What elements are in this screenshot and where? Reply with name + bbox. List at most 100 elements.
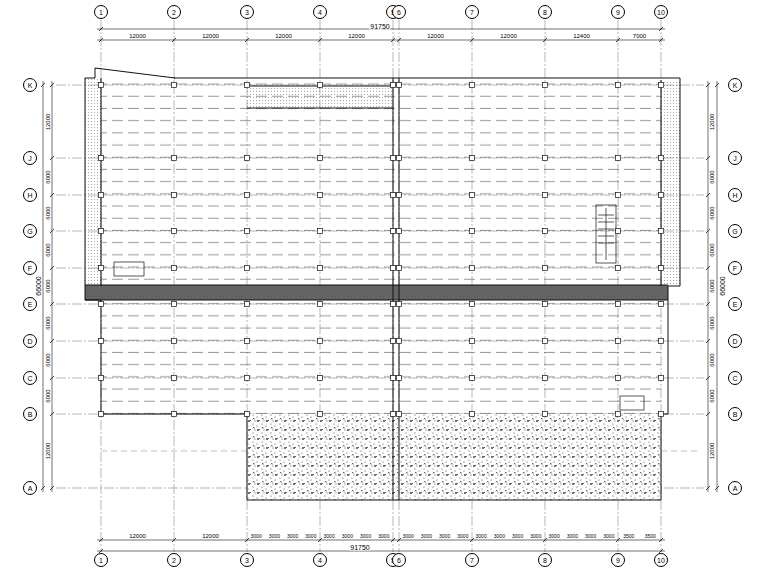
column-mark	[470, 376, 475, 381]
dimension-text: 12400	[572, 33, 591, 39]
column-mark	[616, 302, 621, 307]
dimension-tick	[391, 38, 395, 42]
column-mark	[99, 302, 104, 307]
column-mark	[245, 193, 250, 198]
grid-bubble: 2	[167, 5, 181, 19]
grid-label: 3	[245, 557, 249, 564]
grid-bubble: H	[728, 188, 742, 202]
column-mark	[659, 412, 664, 417]
column-mark	[318, 302, 323, 307]
dimension-tick	[50, 229, 54, 233]
stair-symbol	[114, 205, 644, 410]
column-mark	[470, 302, 475, 307]
column-mark	[172, 156, 177, 161]
column-mark	[318, 266, 323, 271]
dimension-text: 6000	[45, 352, 51, 367]
column-mark	[397, 193, 402, 198]
building-outline	[85, 68, 680, 500]
dimension-text: 91750	[369, 23, 390, 30]
column-mark	[99, 266, 104, 271]
purlin-lines	[101, 78, 661, 414]
grid-label: G	[732, 228, 737, 235]
dimension-text: 6000	[709, 169, 715, 184]
grid-bubble: C	[23, 371, 37, 385]
dimension-text: 66000	[719, 275, 726, 296]
grid-bubble: 4	[313, 553, 327, 567]
grid-label: B	[28, 411, 33, 418]
grid-bubble: G	[23, 224, 37, 238]
dimension-lines	[43, 29, 717, 551]
grid-bubble: D	[23, 334, 37, 348]
dimension-tick	[50, 486, 54, 490]
column-mark	[99, 376, 104, 381]
grid-bubble: A	[728, 481, 742, 495]
column-mark	[616, 229, 621, 234]
dimension-tick	[41, 486, 45, 490]
grid-bubble: 4	[313, 5, 327, 19]
column-mark	[99, 193, 104, 198]
grid-label: 9	[616, 557, 620, 564]
column-mark	[659, 339, 664, 344]
grid-bubble: 6	[392, 553, 406, 567]
column-mark	[99, 229, 104, 234]
dimension-tick	[715, 83, 719, 87]
dimension-tick	[470, 538, 474, 542]
dimension-text: 6000	[709, 352, 715, 367]
dimension-text: 12000	[274, 33, 293, 39]
column-mark	[543, 266, 548, 271]
column-mark	[470, 229, 475, 234]
dimension-tick	[616, 38, 620, 42]
grid-label: 6	[397, 557, 401, 564]
grid-label: 1	[99, 9, 103, 16]
column-mark	[659, 193, 664, 198]
grid-bubble: 3	[240, 5, 254, 19]
column-mark	[616, 339, 621, 344]
column-mark	[397, 156, 402, 161]
dimension-text: 6000	[45, 242, 51, 257]
dimension-text: 3000	[493, 534, 506, 539]
dimension-tick	[659, 38, 663, 42]
dimension-tick	[706, 266, 710, 270]
column-mark	[397, 376, 402, 381]
column-mark	[391, 193, 396, 198]
column-mark	[391, 339, 396, 344]
column-mark	[659, 229, 664, 234]
dimension-text: 3000	[402, 534, 415, 539]
dimension-text: 3000	[456, 534, 469, 539]
grid-bubble: B	[728, 407, 742, 421]
grid-bubble: J	[728, 151, 742, 165]
column-mark	[391, 83, 396, 88]
hatch-zone	[85, 78, 101, 286]
grid-label: C	[27, 375, 32, 382]
column-mark	[318, 156, 323, 161]
column-mark	[172, 266, 177, 271]
dimension-text: 12000	[426, 33, 445, 39]
dimension-ticks	[41, 27, 719, 553]
dimension-text: 6000	[45, 315, 51, 330]
column-mark	[470, 156, 475, 161]
dimension-text: 6000	[45, 278, 51, 293]
column-mark	[616, 266, 621, 271]
dimension-tick	[50, 339, 54, 343]
dimension-text: 12000	[45, 442, 51, 461]
dimension-tick	[99, 27, 103, 31]
grid-label: H	[732, 192, 737, 199]
dimension-tick	[391, 538, 395, 542]
column-mark	[99, 156, 104, 161]
column-mark	[318, 83, 323, 88]
column-mark	[391, 156, 396, 161]
dimension-tick	[715, 486, 719, 490]
dimension-tick	[41, 83, 45, 87]
column-mark	[245, 229, 250, 234]
grid-bubble: C	[728, 371, 742, 385]
grid-label: A	[733, 485, 738, 492]
dimension-tick	[50, 266, 54, 270]
grid-label: F	[28, 265, 32, 272]
grid-label: 2	[172, 557, 176, 564]
column-mark	[391, 412, 396, 417]
grid-lines	[56, 20, 704, 552]
dimension-text: 3000	[548, 534, 561, 539]
column-mark	[616, 412, 621, 417]
dimension-text: 12000	[709, 112, 715, 131]
dimension-tick	[245, 538, 249, 542]
